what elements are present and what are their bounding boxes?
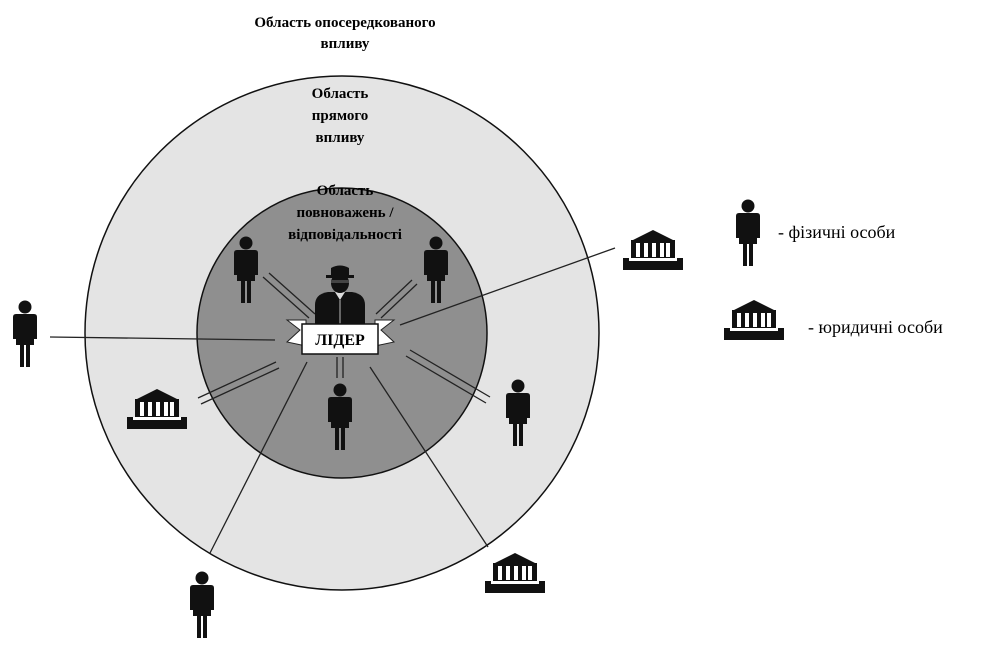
inner-zone-label-line-2: повноважень /	[296, 205, 394, 221]
legend-physical-label: - фізичні особи	[778, 222, 896, 242]
connector-bottom-person	[209, 361, 308, 554]
inner-zone-label-line-1: Область	[317, 183, 374, 199]
connector-inner-right-b	[380, 283, 418, 319]
outer-zone-label-line-1: Область опосередкованого	[254, 15, 435, 31]
building-columns-icon	[623, 230, 683, 270]
middle-zone-label-line-2: прямого	[312, 108, 369, 124]
legend-legal-label: - юридичні особи	[808, 317, 943, 337]
building-columns-icon	[485, 553, 545, 593]
connector-inner-left-a	[262, 276, 310, 319]
outer-zone-label-line-2: впливу	[321, 36, 370, 52]
legend-building-columns-icon	[724, 300, 784, 340]
person-icon	[190, 571, 214, 638]
connector-left-bank-a	[197, 361, 277, 399]
connector-left-bank-b	[200, 367, 280, 405]
middle-zone-label-line-1: Область	[312, 86, 369, 102]
legend-person-icon	[736, 199, 760, 266]
connector-top-right-bank	[399, 247, 616, 326]
connector-inner-right-a	[375, 279, 413, 315]
double-connectors	[197, 272, 491, 405]
single-connectors	[49, 247, 616, 554]
leader-label: ЛІДЕР	[315, 332, 365, 349]
leader-banner	[285, 319, 396, 355]
inner-zone-label-line-3: відповідальності	[288, 227, 402, 243]
person-icon	[13, 300, 37, 367]
connector-inner-left-b	[268, 272, 316, 315]
leader-figure-icon	[315, 265, 365, 326]
middle-zone-label-line-3: впливу	[316, 130, 365, 146]
connector-right-person-b	[405, 355, 487, 404]
connector-right-person-a	[409, 349, 491, 398]
connector-bottom-right-bank	[369, 366, 489, 548]
connector-left-person	[49, 336, 276, 341]
